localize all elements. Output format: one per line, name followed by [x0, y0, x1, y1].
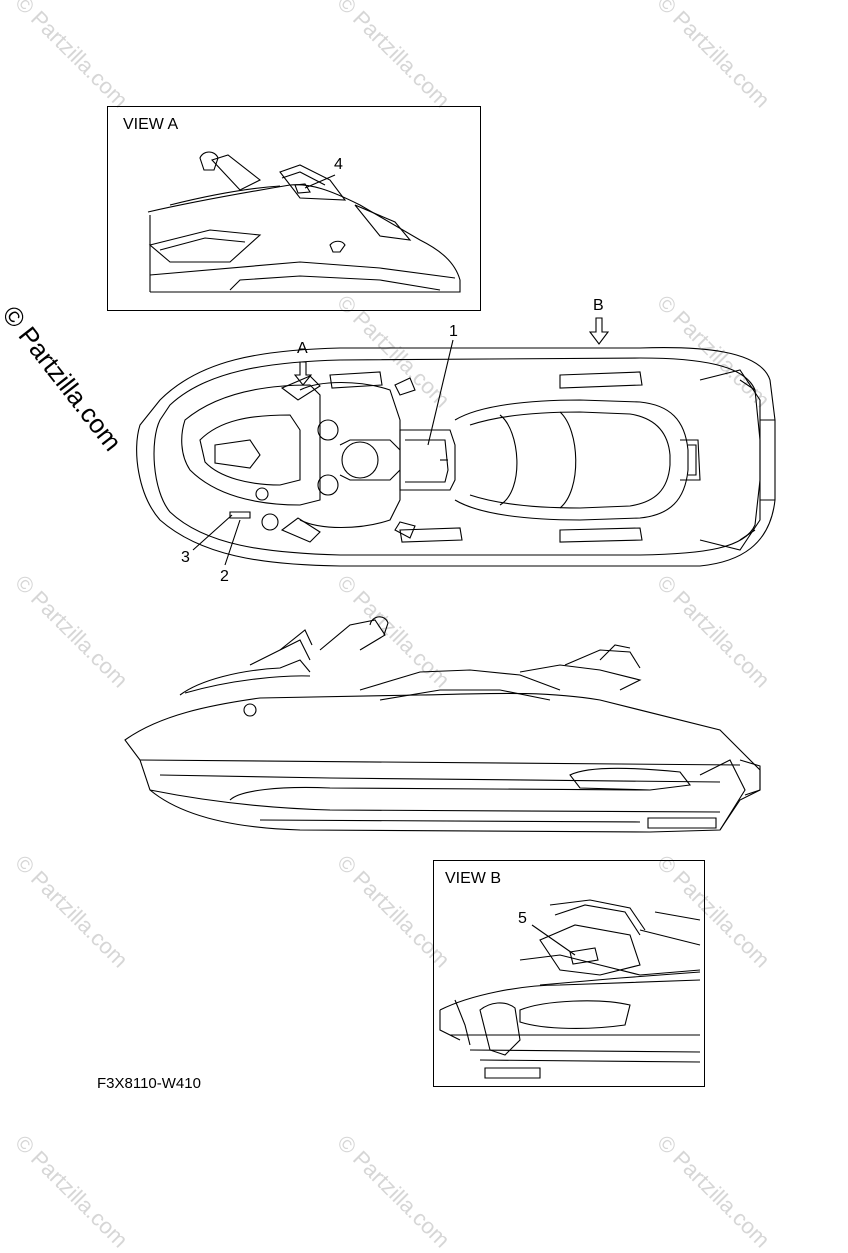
arrow-a	[293, 361, 313, 386]
arrow-a-label: A	[297, 340, 308, 357]
callout-5: 5	[518, 910, 527, 927]
view-a-drawing	[147, 151, 461, 293]
diagram-code: F3X8110-W410	[97, 1075, 201, 1092]
parts-diagram	[124, 151, 776, 1079]
view-a-title: VIEW A	[123, 116, 179, 133]
arrow-b	[588, 317, 610, 345]
callout-2-leader	[224, 519, 241, 566]
view-b-title: VIEW B	[445, 870, 502, 887]
callout-3-leader	[192, 514, 233, 551]
side-view-drawing	[124, 616, 761, 833]
callout-1: 1	[449, 323, 458, 340]
callout-3: 3	[181, 549, 190, 566]
callout-4: 4	[334, 156, 343, 173]
view-b-box	[433, 860, 705, 1087]
callout-4-leader	[304, 174, 336, 189]
view-a-box	[107, 106, 481, 311]
callout-1-leader	[427, 339, 454, 446]
callout-5-leader	[531, 924, 576, 956]
top-view-drawing	[136, 347, 776, 567]
arrow-b-label: B	[593, 297, 604, 314]
view-b-drawing	[439, 899, 701, 1079]
callout-2: 2	[220, 568, 229, 585]
